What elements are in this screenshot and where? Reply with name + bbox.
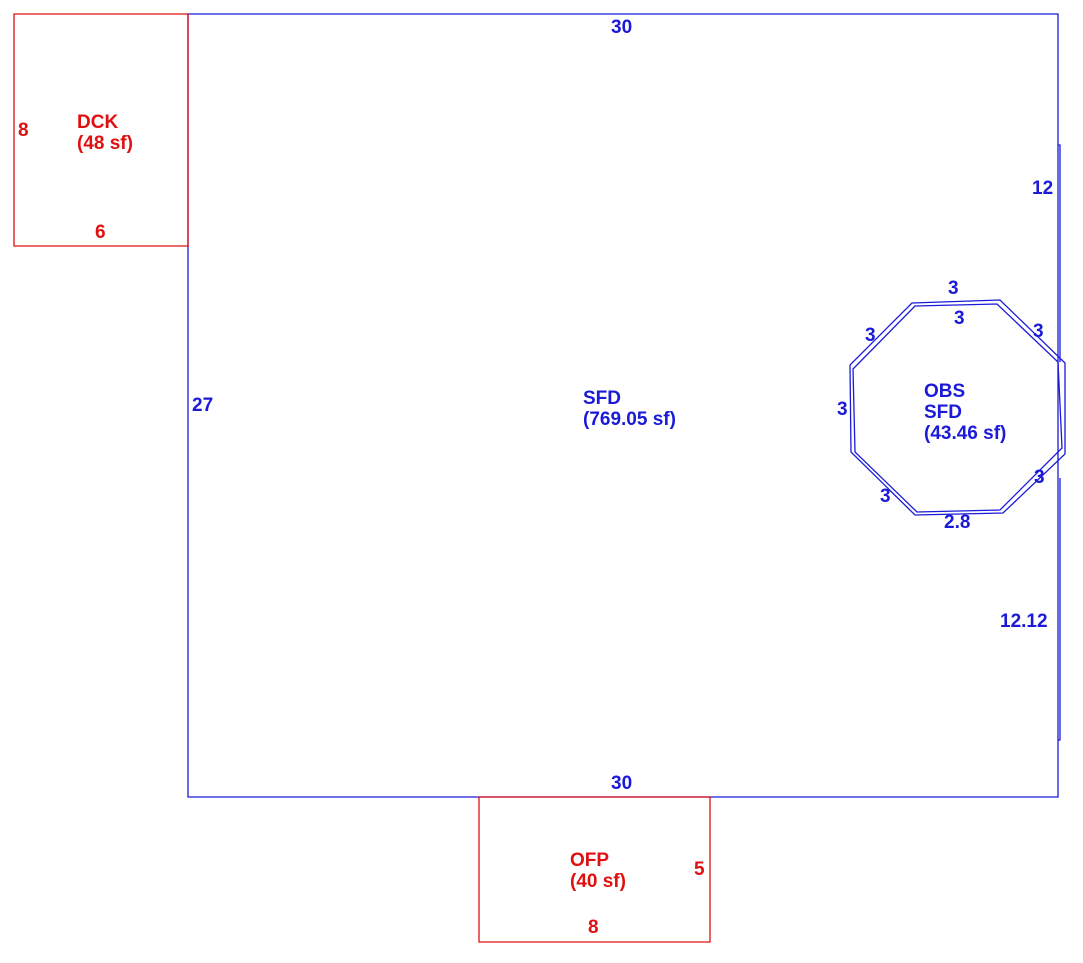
obs-top-inner-dimension: 3 [954, 308, 965, 329]
dck-area-label: DCK (48 sf) [77, 112, 133, 154]
sfd-area-label: SFD (769.05 sf) [583, 388, 676, 430]
sfd-left-dimension: 27 [192, 395, 214, 416]
obs-outline-outer [849, 299, 1066, 516]
ofp-area-label: OFP (40 sf) [570, 850, 626, 892]
dck-area: (48 sf) [77, 133, 133, 154]
dck-outline [13, 13, 189, 247]
obs-lower-left-dimension: 3 [880, 486, 891, 507]
obs-area: (43.46 sf) [924, 423, 1007, 444]
obs-bottom-dimension: 2.8 [944, 512, 971, 533]
ofp-outline [478, 796, 711, 943]
obs-outline-inner [852, 303, 1063, 513]
ofp-right-dimension: 5 [694, 859, 705, 880]
sfd-code: SFD [583, 388, 621, 409]
sfd-top-dimension: 30 [611, 17, 633, 38]
sfd-right-wall-upper [1058, 144, 1061, 362]
ofp-code: OFP [570, 850, 610, 871]
obs-code-line2: SFD [924, 402, 962, 423]
sfd-right-upper-dimension: 12 [1032, 178, 1054, 199]
obs-lower-right-dimension: 3 [1034, 467, 1045, 488]
ofp-bottom-dimension: 8 [588, 917, 599, 938]
obs-top-outer-dimension: 3 [948, 278, 959, 299]
sfd-bottom-dimension: 30 [611, 773, 633, 794]
obs-upper-left-dimension: 3 [865, 325, 876, 346]
obs-code-line1: OBS [924, 381, 966, 402]
obs-left-dimension: 3 [837, 399, 848, 420]
obs-area-label: OBS SFD (43.46 sf) [924, 381, 1006, 444]
obs-upper-right-dimension: 3 [1033, 321, 1044, 342]
ofp-area: (40 sf) [570, 871, 626, 892]
sfd-area: (769.05 sf) [583, 409, 676, 430]
sfd-right-wall-lower [1058, 478, 1061, 741]
sfd-right-lower-dimension: 12.12 [1000, 611, 1048, 632]
sfd-outline [187, 13, 1059, 798]
dck-left-dimension: 8 [18, 120, 29, 141]
dck-bottom-dimension: 6 [95, 222, 106, 243]
dck-code: DCK [77, 112, 119, 133]
